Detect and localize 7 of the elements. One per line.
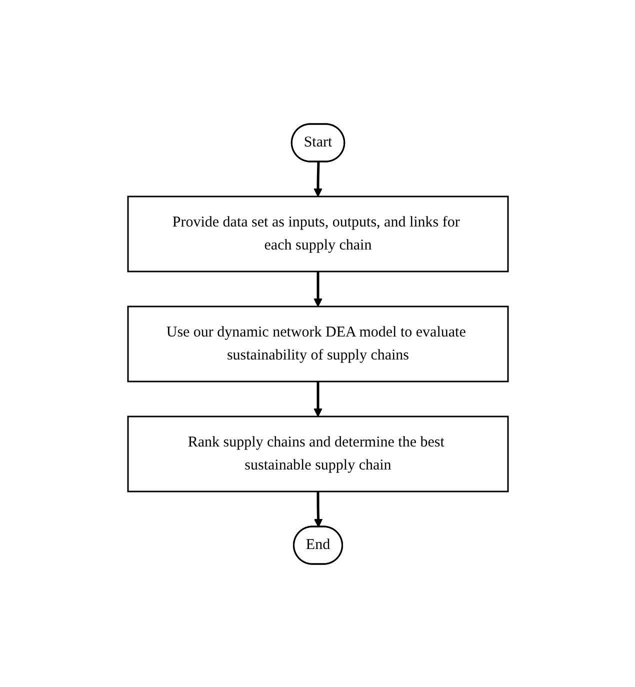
node-box: Provide data set as inputs, outputs, and links for each supply chain	[126, 195, 508, 272]
node-box: Rank supply chains and determine the best sustainable supply chain	[126, 415, 508, 492]
arrow	[313, 271, 322, 306]
arrow	[313, 491, 322, 527]
node-box: Use our dynamic network DEA model to evaluate sustainability of supply chains	[126, 305, 508, 382]
arrow	[313, 161, 322, 196]
arrow	[313, 381, 322, 416]
